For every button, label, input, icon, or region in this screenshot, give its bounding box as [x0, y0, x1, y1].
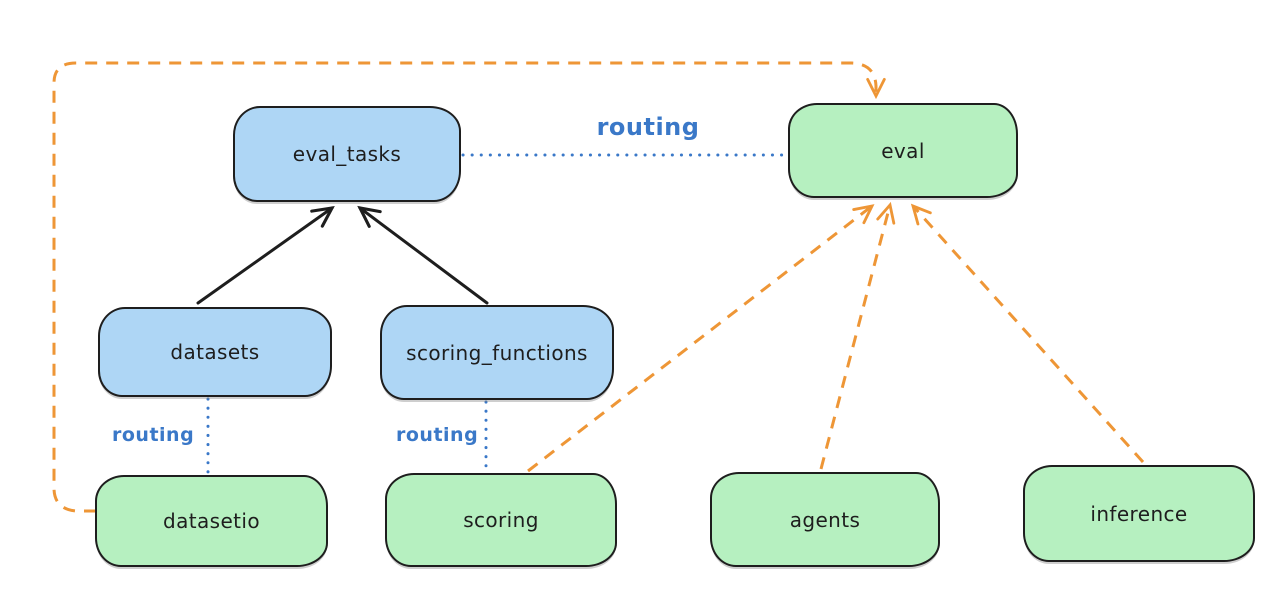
node-label: eval: [881, 138, 925, 163]
routing-label-datasets-datasetio: routing: [112, 424, 195, 446]
node-eval: eval: [788, 103, 1018, 198]
routing-label-eval-tasks-eval: routing: [596, 113, 700, 141]
edge-scoring-functions-to-eval-tasks-arrow: [357, 205, 489, 305]
node-label: datasetio: [162, 509, 260, 533]
node-scoring-functions: scoring_functions: [380, 305, 614, 400]
node-scoring: scoring: [385, 473, 617, 567]
node-eval-tasks: eval_tasks: [233, 106, 461, 202]
node-label: inference: [1090, 501, 1188, 526]
routing-label-scoring-functions-scoring: routing: [396, 424, 479, 446]
edge-inference-to-eval-arrow: [910, 203, 1145, 464]
node-label: datasets: [170, 340, 260, 364]
node-label: scoring: [463, 508, 539, 532]
edge-scoring-to-eval-arrow: [527, 204, 875, 473]
node-label: scoring_functions: [406, 340, 588, 365]
edge-agents-to-eval-arrow: [819, 201, 896, 470]
edge-datasetio-to-eval-loop-arrow: [52, 61, 886, 513]
node-agents: agents: [710, 472, 940, 567]
node-inference: inference: [1023, 465, 1255, 562]
node-label: agents: [789, 507, 861, 532]
edge-datasets-to-eval-tasks-arrow: [196, 205, 335, 305]
node-datasetio: datasetio: [95, 475, 328, 567]
node-label: eval_tasks: [292, 142, 402, 166]
node-datasets: datasets: [98, 307, 332, 397]
